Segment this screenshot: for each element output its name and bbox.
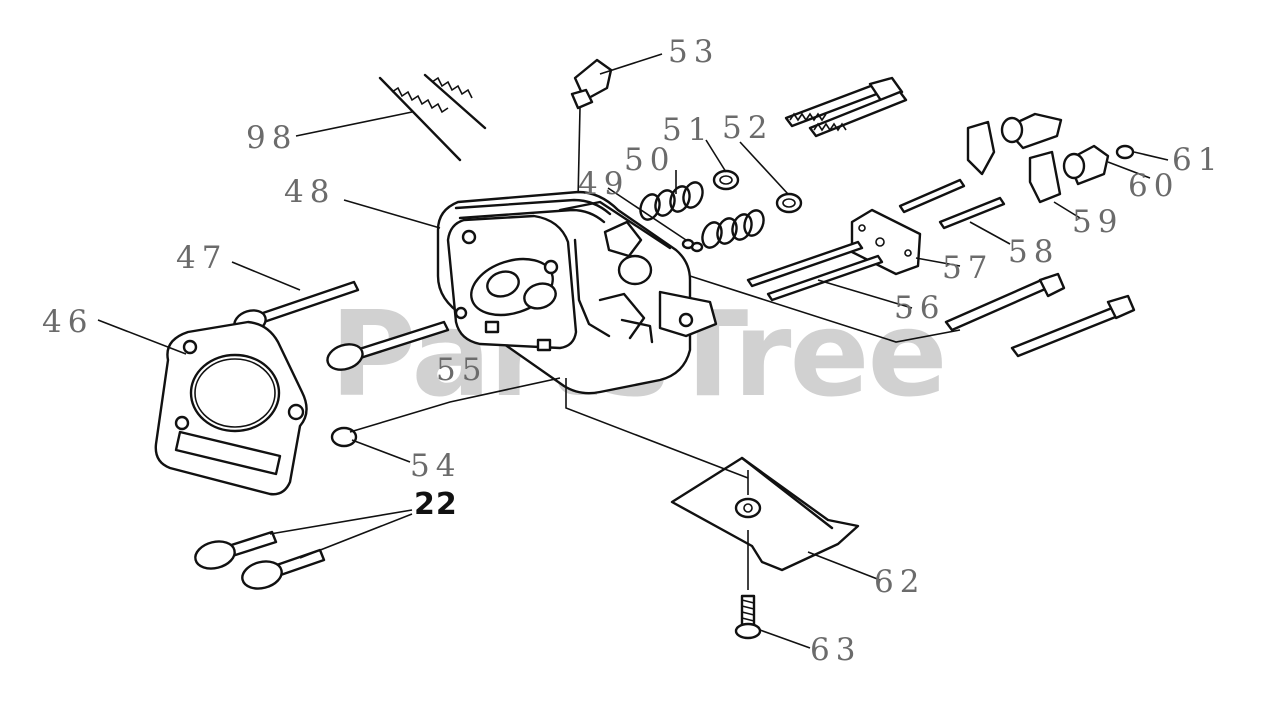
callout-55: 55 bbox=[436, 352, 487, 388]
part-55-valve[interactable] bbox=[324, 320, 450, 374]
callout-59: 59 bbox=[1072, 204, 1123, 240]
callout-22: 22 bbox=[414, 487, 458, 522]
part-bolts-right[interactable] bbox=[944, 272, 1136, 358]
callout-61: 61 bbox=[1172, 142, 1223, 178]
callout-57: 57 bbox=[942, 250, 993, 286]
callout-52: 52 bbox=[722, 110, 773, 146]
callout-58: 58 bbox=[1008, 234, 1059, 270]
callout-56: 56 bbox=[894, 290, 945, 326]
callout-62: 62 bbox=[874, 564, 925, 600]
callout-53: 53 bbox=[668, 34, 719, 70]
part-62-deflector[interactable] bbox=[670, 456, 860, 572]
callout-48: 48 bbox=[284, 174, 335, 210]
part-fitting-top-right[interactable] bbox=[1000, 112, 1063, 150]
part-52-nut[interactable] bbox=[775, 192, 803, 214]
part-56-rods[interactable] bbox=[746, 240, 884, 302]
part-48-cylinder-head[interactable] bbox=[436, 190, 718, 395]
part-98-springs[interactable] bbox=[378, 73, 487, 162]
callout-46: 46 bbox=[42, 304, 93, 340]
callout-54: 54 bbox=[410, 448, 461, 484]
callout-49: 49 bbox=[578, 166, 629, 202]
part-60-fitting[interactable] bbox=[1062, 144, 1110, 186]
part-61-plug[interactable] bbox=[1115, 144, 1135, 160]
part-54-seal[interactable] bbox=[330, 426, 358, 448]
callout-98: 98 bbox=[246, 120, 297, 156]
callout-labels: 98 53 51 52 50 49 48 47 46 55 54 22 61 6… bbox=[42, 34, 1223, 668]
part-59-cover[interactable] bbox=[966, 120, 1062, 204]
part-53-fitting[interactable] bbox=[570, 58, 613, 201]
callout-47: 47 bbox=[176, 240, 227, 276]
part-58-bolts[interactable] bbox=[898, 178, 1006, 230]
part-51-nut[interactable] bbox=[712, 169, 740, 191]
callout-50: 50 bbox=[624, 142, 675, 178]
callout-63: 63 bbox=[810, 632, 861, 668]
callout-51: 51 bbox=[662, 112, 713, 148]
part-22-valves[interactable] bbox=[192, 530, 326, 592]
callout-60: 60 bbox=[1128, 168, 1179, 204]
part-46-gasket[interactable] bbox=[154, 320, 308, 496]
leader-lines bbox=[97, 53, 1169, 649]
part-long-bolts[interactable] bbox=[784, 76, 908, 138]
part-63-bolt[interactable] bbox=[734, 530, 762, 640]
part-50-seal-rings[interactable] bbox=[637, 180, 767, 253]
